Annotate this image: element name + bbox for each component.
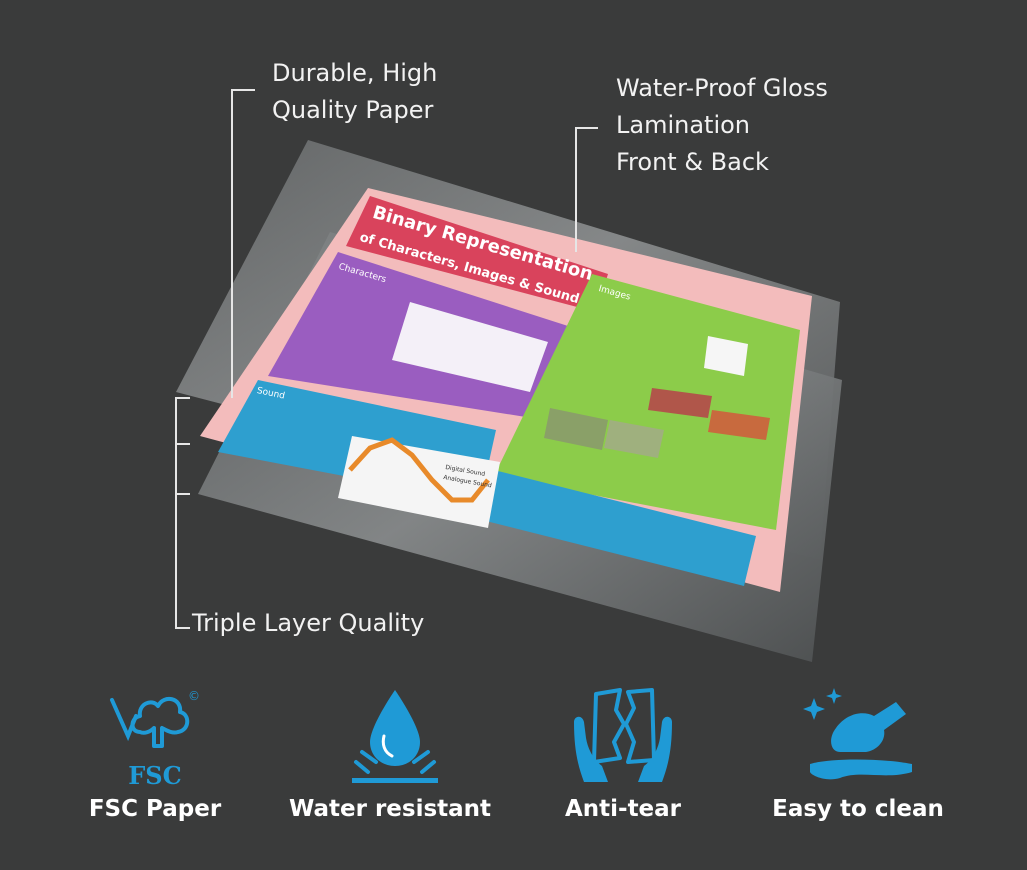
images-photo-1 (544, 408, 608, 450)
leader-paper (231, 89, 255, 398)
sound-graph-box (338, 436, 500, 528)
images-pixel-grid (704, 336, 748, 376)
images-panel (494, 274, 800, 530)
sound-panel-lower (482, 470, 756, 586)
callout-lamination-line1: Water-Proof Gloss (616, 74, 828, 102)
torn-paper-hands-icon (574, 688, 672, 782)
callout-lamination: Water-Proof Gloss Lamination Front & Bac… (616, 70, 828, 181)
cleaning-hand-icon (803, 688, 912, 780)
poster-layers-illustration (175, 89, 842, 662)
poster-title-banner (346, 196, 608, 312)
fsc-mark: © (188, 689, 200, 703)
feature-label-fsc-paper: FSC Paper (88, 796, 222, 822)
feature-label-anti-tear: Anti-tear (564, 796, 682, 822)
callout-lamination-line2: Lamination (616, 111, 751, 139)
fsc-text: FSC (128, 761, 181, 790)
water-drop-icon (352, 690, 438, 783)
images-food-2 (708, 410, 770, 440)
fsc-tree-icon: © FSC (110, 689, 200, 790)
sound-wave (348, 437, 490, 503)
callout-paper-line2: Quality Paper (272, 96, 434, 124)
feature-label-water-resistant: Water resistant (288, 796, 492, 822)
callout-paper: Durable, High Quality Paper (272, 55, 437, 129)
images-photo-2 (604, 420, 664, 458)
characters-inner (392, 302, 548, 392)
callout-paper-line1: Durable, High (272, 59, 438, 87)
leader-lamination (575, 127, 598, 252)
images-food-1 (648, 388, 712, 418)
callout-lamination-line3: Front & Back (616, 148, 769, 176)
callout-triple: Triple Layer Quality (192, 609, 425, 637)
feature-label-easy-to-clean: Easy to clean (772, 796, 944, 822)
leader-triple (175, 397, 190, 629)
